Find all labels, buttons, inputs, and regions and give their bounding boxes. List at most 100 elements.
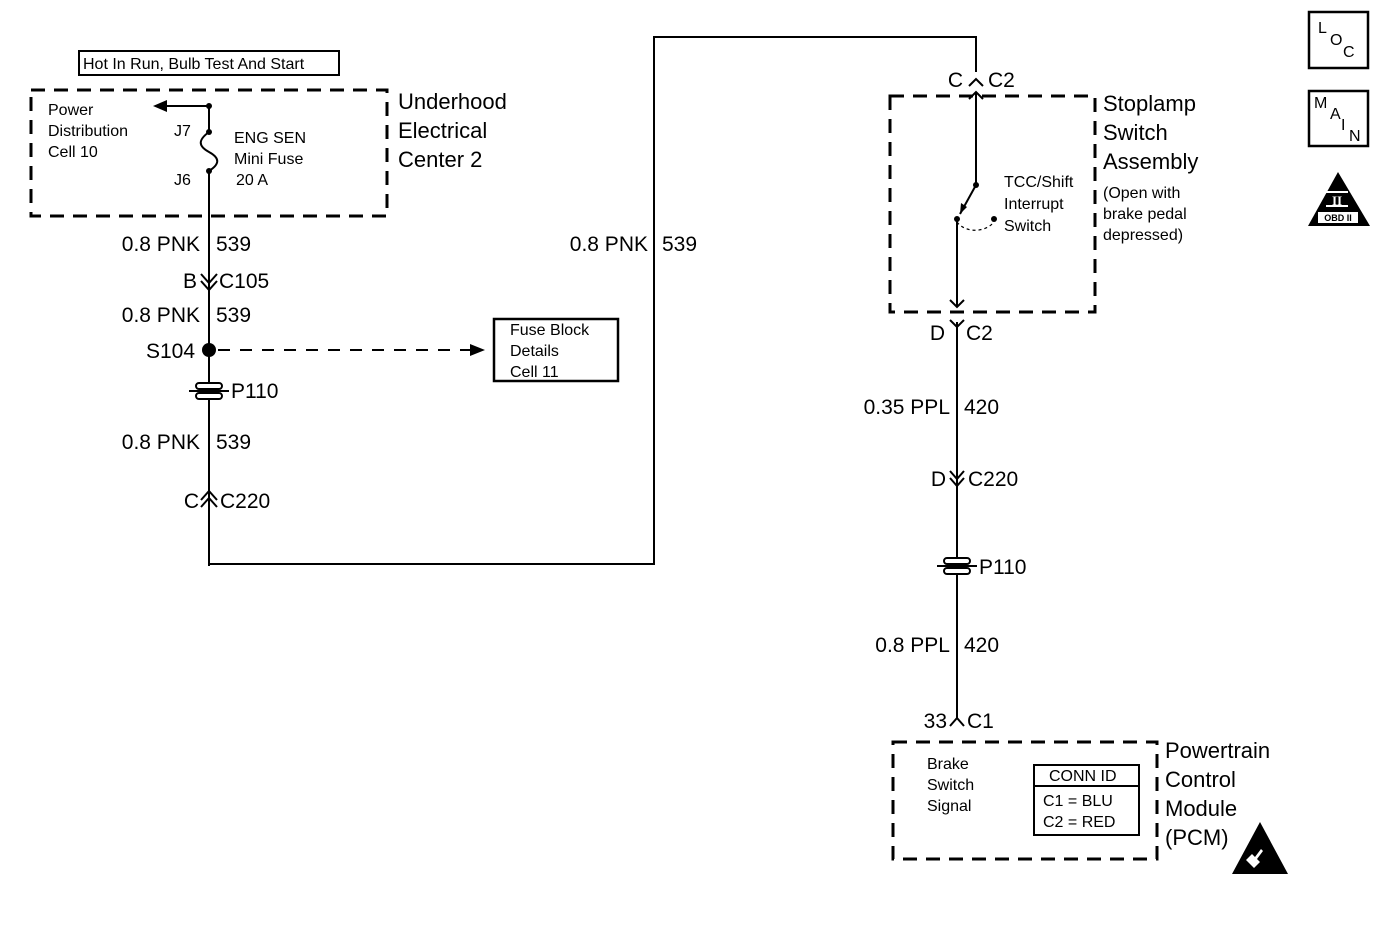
svg-text:Signal: Signal xyxy=(927,798,971,815)
svg-text:Brake: Brake xyxy=(927,756,969,773)
svg-text:Interrupt: Interrupt xyxy=(1004,196,1064,213)
left-wire3-circuit: 539 xyxy=(216,431,251,454)
svg-text:C220: C220 xyxy=(220,490,270,513)
middle-wire-circuit: 539 xyxy=(662,233,697,256)
svg-text:(PCM): (PCM) xyxy=(1165,825,1229,850)
middle-wire-gauge: 0.8 PNK xyxy=(570,233,648,256)
pcm-title: Powertrain Control Module (PCM) xyxy=(1165,738,1270,850)
svg-text:Center 2: Center 2 xyxy=(398,147,482,172)
svg-text:D: D xyxy=(930,322,945,345)
svg-text:C: C xyxy=(184,490,199,513)
tcc-shift-interrupt-switch-label: TCC/Shift Interrupt Switch xyxy=(1004,174,1074,235)
svg-text:TCC/Shift: TCC/Shift xyxy=(1004,174,1074,191)
connector-c220-right[interactable]: D C220 xyxy=(931,468,1018,491)
svg-text:Details: Details xyxy=(510,343,559,360)
left-wire3-gauge: 0.8 PNK xyxy=(122,431,200,454)
j6-label: J6 xyxy=(174,172,191,189)
pass-through-p110-right[interactable]: P110 xyxy=(937,556,1027,579)
svg-text:depressed): depressed) xyxy=(1103,227,1183,244)
svg-text:Electrical: Electrical xyxy=(398,118,487,143)
hot-in-run-label-box: Hot In Run, Bulb Test And Start xyxy=(78,50,340,76)
stoplamp-switch-title: Stoplamp Switch Assembly xyxy=(1103,91,1198,174)
svg-text:P110: P110 xyxy=(979,556,1027,579)
hot-in-run-label: Hot In Run, Bulb Test And Start xyxy=(83,56,305,73)
svg-text:20 A: 20 A xyxy=(236,172,268,189)
right-wire1-gauge: 0.35 PPL xyxy=(864,396,950,419)
svg-text:Cell 11: Cell 11 xyxy=(510,364,559,381)
pcm-outline xyxy=(891,740,1159,861)
svg-text:C1: C1 xyxy=(967,710,994,733)
svg-text:Power: Power xyxy=(48,102,94,119)
svg-text:Assembly: Assembly xyxy=(1103,149,1198,174)
fuse-block-details-ref[interactable]: Fuse Block Details Cell 11 xyxy=(492,317,620,383)
obd-ii-icon[interactable]: II OBD II xyxy=(1308,172,1370,226)
conn-id-table: CONN ID C1 = BLU C2 = RED xyxy=(1033,764,1140,836)
svg-text:B: B xyxy=(183,270,197,293)
main-icon[interactable]: M A I N xyxy=(1307,89,1370,148)
connector-c2-bottom[interactable]: D C2 xyxy=(930,299,993,345)
svg-text:P110: P110 xyxy=(231,380,279,403)
stoplamp-switch-note: (Open with brake pedal depressed) xyxy=(1103,185,1187,244)
left-wire1-circuit: 539 xyxy=(216,233,251,256)
stoplamp-switch-outline xyxy=(888,94,1097,314)
middle-wire-539[interactable] xyxy=(209,36,977,565)
fuse-icon xyxy=(199,131,219,172)
right-wire1-circuit: 420 xyxy=(964,396,999,419)
splice-s104-icon[interactable] xyxy=(202,343,216,357)
brake-switch-signal-label: Brake Switch Signal xyxy=(927,756,974,815)
svg-text:M: M xyxy=(1314,95,1327,112)
svg-text:Cell 10: Cell 10 xyxy=(48,144,98,161)
svg-text:C220: C220 xyxy=(968,468,1018,491)
right-wire2-circuit: 420 xyxy=(964,634,999,657)
svg-text:L: L xyxy=(1318,20,1327,37)
pass-through-p110-left[interactable]: P110 xyxy=(189,380,279,403)
esd-warning-icon xyxy=(1232,822,1288,874)
svg-text:Switch: Switch xyxy=(1103,120,1168,145)
power-distribution-ref[interactable]: Power Distribution Cell 10 xyxy=(48,100,209,161)
svg-text:N: N xyxy=(1349,128,1361,145)
svg-text:I: I xyxy=(1341,117,1345,134)
svg-text:D: D xyxy=(931,468,946,491)
svg-text:ENG SEN: ENG SEN xyxy=(234,130,306,147)
conn-id-row: C2 = RED xyxy=(1043,814,1115,831)
svg-text:Distribution: Distribution xyxy=(48,123,128,140)
svg-text:A: A xyxy=(1330,106,1341,123)
svg-text:C2: C2 xyxy=(988,69,1015,92)
svg-text:Stoplamp: Stoplamp xyxy=(1103,91,1196,116)
connector-c220-left[interactable]: C C220 xyxy=(184,489,270,513)
svg-text:Fuse Block: Fuse Block xyxy=(510,322,590,339)
conn-id-row: C1 = BLU xyxy=(1043,793,1113,810)
arrow-right-icon xyxy=(470,344,485,356)
underhood-electrical-center-outline xyxy=(29,88,389,218)
splice-s104-label: S104 xyxy=(146,340,195,363)
connector-c1[interactable]: 33 C1 xyxy=(924,710,994,733)
svg-text:OBD II: OBD II xyxy=(1324,213,1352,223)
arrow-left-icon xyxy=(153,100,167,112)
svg-text:C2: C2 xyxy=(966,322,993,345)
svg-text:C105: C105 xyxy=(219,270,269,293)
svg-text:Mini Fuse: Mini Fuse xyxy=(234,151,303,168)
svg-text:Powertrain: Powertrain xyxy=(1165,738,1270,763)
connector-c2-top[interactable]: C C2 xyxy=(948,69,1015,100)
svg-text:Module: Module xyxy=(1165,796,1237,821)
left-wire2-gauge: 0.8 PNK xyxy=(122,304,200,327)
svg-text:O: O xyxy=(1330,32,1342,49)
left-wire2-circuit: 539 xyxy=(216,304,251,327)
eng-sen-fuse-label: ENG SEN Mini Fuse 20 A xyxy=(234,130,306,189)
svg-text:C: C xyxy=(1343,44,1355,61)
loc-icon[interactable]: L O C xyxy=(1307,10,1370,70)
connector-c105[interactable]: B C105 xyxy=(183,270,269,293)
svg-text:brake pedal: brake pedal xyxy=(1103,206,1187,223)
left-wire1-gauge: 0.8 PNK xyxy=(122,233,200,256)
svg-text:Switch: Switch xyxy=(927,777,974,794)
svg-text:33: 33 xyxy=(924,710,947,733)
svg-text:Underhood: Underhood xyxy=(398,89,507,114)
svg-text:Control: Control xyxy=(1165,767,1236,792)
underhood-electrical-center-title: Underhood Electrical Center 2 xyxy=(398,89,507,172)
svg-text:II: II xyxy=(1332,193,1342,208)
j7-label: J7 xyxy=(174,123,191,140)
svg-text:Switch: Switch xyxy=(1004,218,1051,235)
conn-id-header: CONN ID xyxy=(1049,768,1117,785)
svg-text:C: C xyxy=(948,69,963,92)
